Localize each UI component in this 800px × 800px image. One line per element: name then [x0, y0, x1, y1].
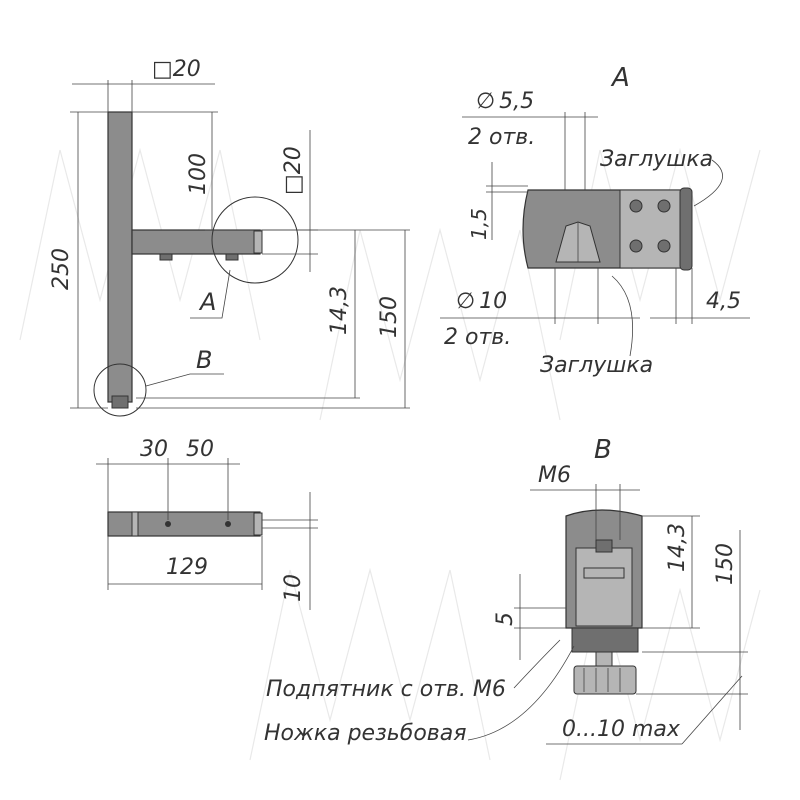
- dim-square-top: □20: [152, 57, 201, 82]
- detail-b-circle: [93, 363, 147, 417]
- main-view: □20 250 100 □20 14,3 150 A B: [49, 57, 410, 417]
- dim-dia-10-note: 2 отв.: [444, 325, 511, 350]
- plug-label-bottom: Заглушка: [540, 353, 653, 378]
- vertical-post: [107, 111, 133, 403]
- horizontal-arm: [131, 229, 261, 255]
- dim-square-arm: □20: [281, 146, 306, 195]
- dim-143-main: 14,3: [327, 286, 352, 335]
- dim-100: 100: [186, 153, 211, 195]
- detail-b-nut: [595, 539, 613, 553]
- dim-150-main: 150: [377, 296, 402, 338]
- arm-side: [107, 511, 261, 537]
- dim-5: 5: [493, 612, 518, 626]
- callout-a: A: [198, 288, 216, 316]
- dim-30: 30: [140, 437, 168, 462]
- detail-a-plug-insert: [619, 189, 683, 269]
- detail-a-view: A ∅5,5 2 отв. 1,5 Заглушка ∅10 2 отв.: [440, 63, 750, 378]
- dim-50: 50: [186, 437, 214, 462]
- dim-129: 129: [166, 555, 208, 580]
- dim-15: 1,5: [467, 208, 491, 240]
- plug-label-top: Заглушка: [600, 147, 713, 172]
- dim-dia-10: ∅10: [456, 289, 507, 314]
- detail-a-title: A: [610, 63, 630, 93]
- arm-hole-1: [165, 521, 171, 527]
- detail-b-insert: [575, 547, 633, 627]
- dim-45: 4,5: [706, 289, 741, 314]
- dim-250: 250: [49, 248, 74, 290]
- detail-a-circle: [211, 196, 299, 284]
- arm-fastener-2: [225, 253, 239, 261]
- dim-143-b: 14,3: [665, 523, 690, 572]
- dim-dia-55-note: 2 отв.: [468, 125, 535, 150]
- dim-10: 10: [281, 574, 306, 602]
- detail-b-thread: [595, 651, 613, 667]
- detail-a-end-cap: [679, 187, 693, 271]
- dim-dia-55: ∅5,5: [476, 89, 534, 114]
- detail-b-title: B: [594, 435, 612, 465]
- callout-b: B: [196, 346, 212, 374]
- detail-b-view: B M6 14,3 150 5 0..: [264, 435, 748, 746]
- arm-hole-2: [225, 521, 231, 527]
- dim-m6: M6: [538, 463, 571, 488]
- glide-label: Подпятник с отв. М6: [266, 677, 506, 702]
- arm-view: 30 50 129 10: [96, 437, 318, 610]
- post-foot: [111, 395, 129, 409]
- detail-b-foot-pad: [573, 665, 637, 695]
- arm-fastener-1: [159, 253, 173, 261]
- dim-range: 0...10 max: [562, 717, 681, 742]
- leg-label: Ножка резьбовая: [264, 721, 466, 746]
- dim-150-b: 150: [713, 543, 738, 585]
- detail-b-glide-base: [571, 627, 639, 653]
- arm-end-cap: [253, 230, 263, 254]
